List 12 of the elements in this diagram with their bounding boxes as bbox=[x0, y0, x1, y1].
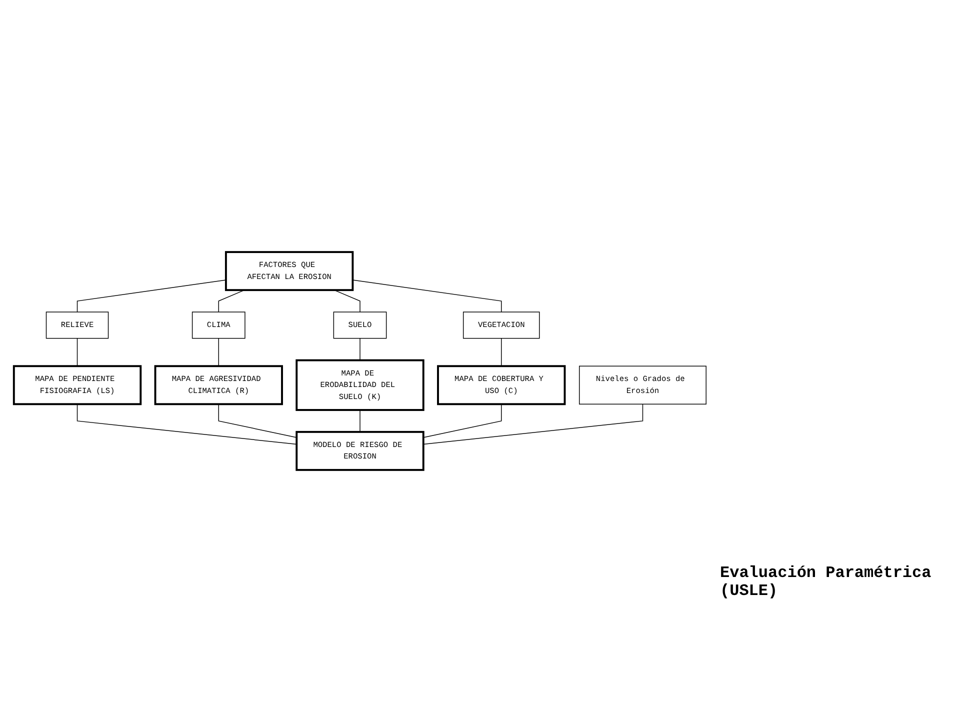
connector bbox=[76, 338, 78, 366]
connector bbox=[218, 338, 219, 366]
connector bbox=[218, 290, 245, 312]
connector bbox=[423, 404, 644, 445]
connector bbox=[76, 404, 297, 445]
annotation-text: Evaluación Paramétrica (USLE) bbox=[720, 564, 932, 600]
connector bbox=[423, 404, 502, 438]
connector bbox=[352, 280, 502, 312]
connector bbox=[218, 404, 297, 438]
connector bbox=[76, 280, 226, 312]
connector bbox=[334, 290, 360, 312]
connector bbox=[501, 338, 502, 366]
